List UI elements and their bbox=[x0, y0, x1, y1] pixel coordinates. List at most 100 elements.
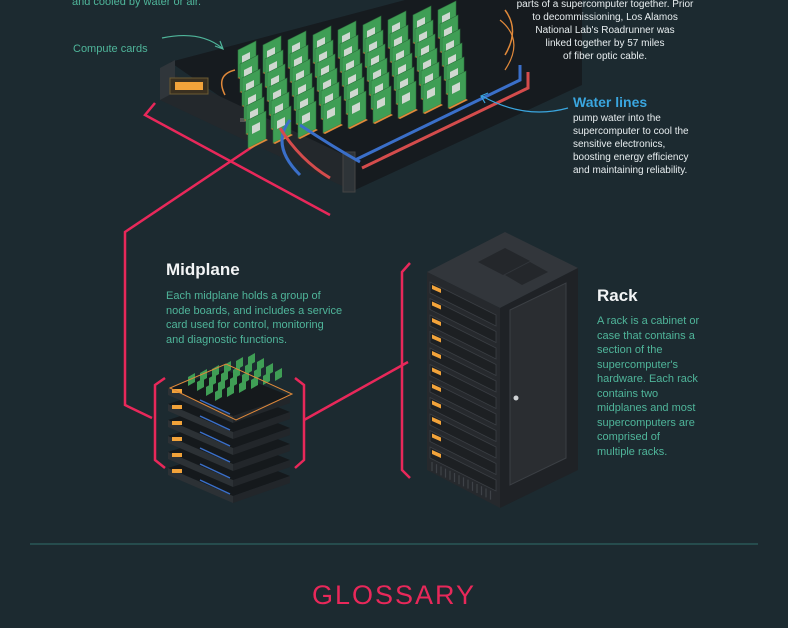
node-board-bracket bbox=[143, 102, 331, 217]
rack-line: comprised of bbox=[597, 431, 660, 443]
midplane-card bbox=[218, 379, 225, 392]
card-connector bbox=[398, 109, 418, 119]
tray-front bbox=[168, 420, 233, 455]
tray-side bbox=[233, 476, 290, 503]
midplane-card bbox=[209, 374, 216, 387]
server-light bbox=[432, 400, 441, 409]
card-connector bbox=[373, 114, 393, 124]
server-face bbox=[429, 429, 497, 476]
midplane-line: node boards, and includes a service bbox=[166, 304, 343, 317]
card-chip bbox=[277, 117, 285, 129]
note-line: linked together by 57 miles bbox=[545, 38, 665, 49]
server-face bbox=[429, 446, 497, 492]
door-lock bbox=[513, 395, 519, 401]
connector-lines bbox=[123, 102, 411, 479]
midplane-card bbox=[251, 376, 258, 389]
compute-card bbox=[372, 85, 393, 124]
note-line: of fiber optic cable. bbox=[563, 51, 647, 62]
midplane-bracket-right bbox=[294, 377, 306, 469]
server-light bbox=[432, 301, 441, 310]
glossary-title: GLOSSARY bbox=[311, 580, 477, 610]
rack-link-line bbox=[303, 360, 409, 422]
rack-line: section of the bbox=[597, 344, 663, 356]
server-unit bbox=[429, 413, 497, 459]
midplane-card bbox=[197, 378, 204, 391]
server-face bbox=[429, 413, 497, 459]
compute-card bbox=[247, 110, 268, 149]
rack-cabinet bbox=[427, 232, 578, 508]
card-connector bbox=[248, 139, 268, 149]
midplane-card bbox=[242, 371, 249, 384]
card-chip bbox=[302, 112, 310, 124]
server-unit bbox=[429, 330, 497, 377]
note-line: to decommissioning, Los Alamos bbox=[532, 12, 678, 23]
midplane-link-line bbox=[123, 141, 259, 420]
rack-vents bbox=[431, 462, 492, 500]
server-face bbox=[429, 380, 497, 426]
server-unit bbox=[429, 446, 497, 492]
midplane-stack bbox=[168, 353, 294, 503]
card-chip bbox=[327, 107, 335, 119]
server-face bbox=[429, 347, 497, 393]
card-chip bbox=[452, 82, 460, 94]
server-unit bbox=[429, 281, 497, 327]
note-line: National Lab's Roadrunner was bbox=[535, 25, 675, 36]
midplane-line: card used for control, monitoring bbox=[166, 319, 324, 331]
tray-side bbox=[233, 412, 290, 439]
midplane-section: Midplane Each midplane holds a group of … bbox=[166, 260, 342, 347]
rack-title: Rack bbox=[597, 286, 638, 305]
tray-side bbox=[233, 444, 290, 471]
server-unit bbox=[429, 297, 497, 344]
server-face bbox=[429, 396, 497, 443]
tray-light bbox=[172, 469, 182, 473]
server-unit bbox=[429, 380, 497, 426]
card-chip bbox=[427, 87, 435, 99]
midplane-card bbox=[248, 353, 255, 366]
server-face bbox=[429, 330, 497, 377]
rack-line: multiple racks. bbox=[597, 445, 668, 458]
compute-card bbox=[397, 80, 418, 119]
note-line: parts of a supercomputer together. Prior bbox=[516, 0, 694, 10]
handle-bar bbox=[342, 151, 356, 193]
rack-line: case that contains a bbox=[597, 329, 695, 342]
midplane-card bbox=[188, 373, 195, 386]
tray-cable bbox=[199, 463, 231, 479]
card-connector bbox=[323, 124, 343, 134]
server-unit bbox=[429, 363, 497, 410]
server-light bbox=[432, 334, 441, 343]
server-light bbox=[432, 367, 441, 376]
midplane-top-cable bbox=[168, 363, 294, 421]
tray-light bbox=[172, 453, 182, 457]
compute-card bbox=[322, 95, 343, 134]
fiber-optic-note: parts of a supercomputer together. Prior… bbox=[490, 0, 720, 63]
tray-light bbox=[172, 421, 182, 425]
midplane-line: Each midplane holds a group of bbox=[166, 290, 321, 302]
water-lines-line: supercomputer to cool the bbox=[573, 126, 689, 137]
annotation-arrows bbox=[161, 19, 569, 113]
midplane-card bbox=[236, 357, 243, 370]
card-connector bbox=[448, 99, 468, 109]
server-light bbox=[432, 384, 441, 392]
top-left-caption-fragment: and cooled by water or air. bbox=[72, 0, 202, 8]
tray-light bbox=[172, 437, 182, 441]
card-chip bbox=[252, 122, 260, 134]
compute-cards-label: Compute cards bbox=[73, 43, 148, 55]
compute-card bbox=[422, 75, 443, 114]
card-chip bbox=[352, 102, 360, 114]
tray-cable bbox=[199, 399, 231, 415]
compute-card bbox=[347, 90, 368, 129]
midplane-card bbox=[275, 368, 282, 381]
midplane-title: Midplane bbox=[166, 260, 240, 279]
server-unit bbox=[429, 396, 497, 443]
tray-light bbox=[172, 405, 182, 409]
cooling-water-lines bbox=[220, 9, 530, 180]
tray-side bbox=[233, 396, 290, 423]
compute-card bbox=[297, 100, 318, 139]
server-face bbox=[429, 281, 497, 327]
rack-server-units bbox=[429, 281, 497, 492]
server-unit bbox=[429, 347, 497, 393]
water-lines-title: Water lines bbox=[573, 94, 648, 110]
midplane-card bbox=[227, 384, 234, 397]
midplane-card bbox=[200, 369, 207, 382]
